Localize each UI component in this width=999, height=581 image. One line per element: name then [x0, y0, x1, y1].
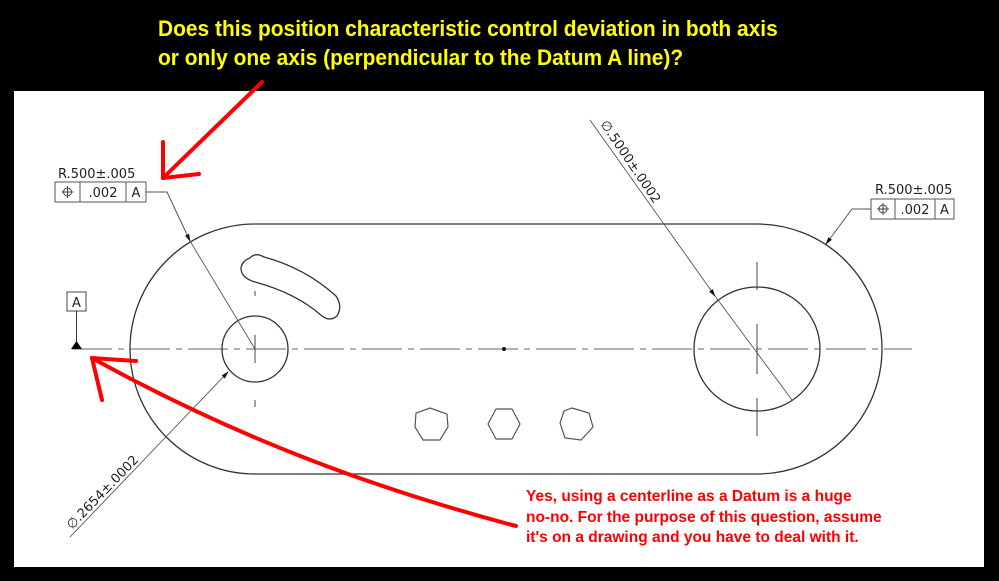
datum-feature-symbol: A [66, 291, 87, 349]
hexagon-3 [559, 407, 594, 441]
right-datum-ref: A [940, 203, 949, 218]
red-arrow-datum [90, 356, 518, 528]
large-hole [693, 262, 821, 436]
hexagon-1 [414, 407, 449, 441]
hexagon-2 [487, 408, 521, 440]
left-radius-dimension: R.500±.005 [58, 167, 135, 182]
position-icon [877, 203, 889, 215]
large-hole-diameter-text: ∅.5000±.0002 [597, 118, 663, 207]
red-arrow-top [161, 80, 264, 180]
answer-line-2: no-no. For the purpose of this question,… [526, 508, 882, 526]
answer-note: Yes, using a centerline as a Datum is a … [526, 487, 882, 549]
curved-slot [240, 254, 341, 320]
small-hole-diameter-text: ∅.2654±.0002 [64, 453, 142, 533]
right-callout: R.500±.005 .002 A [825, 183, 955, 245]
question-line-1: Does this position characteristic contro… [158, 16, 778, 41]
small-hole [221, 291, 289, 407]
left-datum-ref: A [132, 186, 141, 201]
position-icon [61, 186, 74, 198]
left-callout: R.500±.005 .002 A [54, 167, 256, 350]
right-tolerance: .002 [901, 203, 930, 218]
question-line-2: or only one axis (perpendicular to the D… [158, 45, 684, 70]
question-text: Does this position characteristic contro… [158, 14, 778, 72]
drawing-canvas [14, 91, 984, 567]
answer-line-1: Yes, using a centerline as a Datum is a … [526, 488, 852, 505]
right-radius-dimension: R.500±.005 [875, 183, 952, 198]
large-hole-dimension: ∅.5000±.0002 [589, 118, 793, 401]
datum-label: A [72, 296, 81, 311]
center-point [502, 347, 506, 351]
left-tolerance: .002 [89, 186, 118, 201]
small-hole-dimension: ∅.2654±.0002 [64, 371, 229, 538]
part-outline [129, 223, 883, 475]
answer-line-3: it's on a drawing and you have to deal w… [526, 529, 859, 546]
